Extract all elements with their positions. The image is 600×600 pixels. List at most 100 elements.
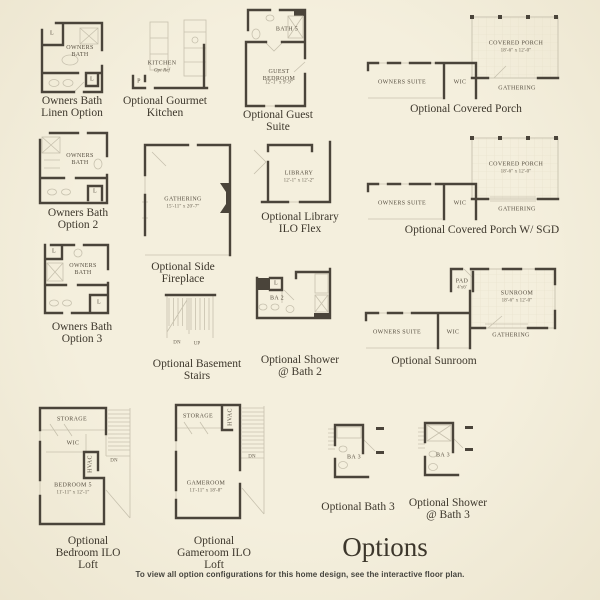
option-library: LIBRARY 12'-1" x 12'-2" Optional Library…: [250, 138, 350, 238]
room-dims: 11'-11" x 18'-8": [189, 488, 223, 494]
wic-label: WIC: [453, 79, 467, 86]
bath-3-plan: [328, 423, 384, 479]
wic-label: WIC: [453, 200, 467, 207]
storage-label: STORAGE: [56, 416, 88, 423]
caption-side-fireplace: Optional Side Fireplace: [151, 261, 215, 285]
covered-porch-sgd-plan: [366, 136, 560, 221]
suite-label: OWNERS SUITE: [377, 79, 427, 86]
gathering-label: GATHERING: [498, 206, 536, 213]
pad-dims: 4'x6': [457, 285, 467, 291]
caption-sunroom: Optional Sunroom: [391, 355, 477, 367]
caption-basement-stairs: Optional Basement Stairs: [152, 358, 242, 382]
option-side-fireplace: GATHERING 15'-11" x 20'-7" Optional Side…: [128, 140, 238, 290]
room-dims: 15'-11" x 20'-7": [166, 204, 200, 210]
up-label: UP: [193, 341, 201, 347]
option-guest-suite: BATH 5 GUEST BEDROOM 12'-1" x 9'-9" Opti…: [230, 6, 326, 133]
room-label: LIBRARY: [284, 170, 314, 177]
owners-bath-3-plan: [43, 243, 110, 315]
option-covered-porch: COVERED PORCH 18'-6" x 12'-0" OWNERS SUI…: [366, 10, 578, 118]
dn-label: DN: [248, 454, 256, 460]
caption-bedroom-ilo-loft: Optional Bedroom ILO Loft: [55, 535, 121, 571]
option-owners-bath-3: L OWNERS BATH L Owners Bath Option 3: [34, 243, 130, 349]
option-owners-bath-linen: L OWNERS BATH L Owners Bath Linen Option: [10, 18, 134, 122]
room-label: SUNROOM: [500, 290, 534, 297]
room-label: GAMEROOM: [186, 480, 226, 487]
page-title: Options: [342, 532, 428, 562]
room-dims: 11'-11" x 12'-1": [56, 490, 90, 496]
room-label: BA 3: [347, 454, 361, 461]
option-shower-bath-2: L BA 2 Optional Shower @ Bath 2: [248, 265, 352, 378]
room-label: OWNERS BATH: [66, 153, 94, 166]
room-label: KITCHEN: [147, 60, 177, 67]
gameroom-ilo-loft-plan: [174, 403, 265, 520]
room-label: OWNERS BATH: [69, 263, 97, 276]
room-label: GUEST BEDROOM: [262, 69, 296, 82]
side-fireplace-plan: [142, 143, 232, 257]
owners-bath-2-plan: [38, 131, 109, 205]
closet-label: L: [89, 76, 95, 83]
storage-label: STORAGE: [182, 413, 214, 420]
closet-label: L: [92, 188, 98, 195]
room-label: BA 3: [436, 452, 450, 459]
option-owners-bath-2: OWNERS BATH L Owners Bath Option 2: [30, 130, 126, 240]
caption-gourmet-kitchen: Optional Gourmet Kitchen: [123, 95, 207, 119]
owners-bath-linen-plan: [40, 21, 104, 94]
closet-label: L: [49, 30, 55, 37]
option-basement-stairs: DN UP Optional Basement Stairs: [142, 290, 252, 386]
caption-covered-porch-sgd: Optional Covered Porch W/ SGD: [404, 224, 560, 236]
porch-label: COVERED PORCH: [488, 161, 544, 168]
hvac-label: HVAC: [227, 408, 234, 426]
gathering-label: GATHERING: [498, 85, 536, 92]
option-covered-porch-sgd: COVERED PORCH 18'-6" x 12'-0" OWNERS SUI…: [366, 131, 588, 239]
caption-bath-3: Optional Bath 3: [321, 501, 395, 513]
option-gameroom-ilo-loft: STORAGE HVAC DN GAMEROOM 11'-11" x 18'-8…: [164, 400, 304, 572]
sunroom-plan: [364, 267, 557, 350]
option-shower-bath-3: BA 3 Optional Shower @ Bath 3: [402, 412, 494, 524]
option-gourmet-kitchen: KITCHEN Opt Ref P Optional Gourmet Kitch…: [120, 18, 210, 122]
closet-label: L: [51, 248, 57, 255]
caption-gameroom-ilo-loft: Optional Gameroom ILO Loft: [177, 535, 251, 571]
caption-owners-bath-linen: Owners Bath Linen Option: [41, 95, 103, 119]
covered-porch-plan: [366, 15, 560, 100]
closet-label: L: [96, 299, 102, 306]
basement-stairs-plan: [164, 293, 217, 338]
pantry-label: P: [137, 78, 141, 85]
caption-guest-suite: Optional Guest Suite: [243, 109, 313, 133]
option-bedroom-ilo-loft: STORAGE WIC HVAC DN BEDROOM 5 11'-11" x …: [30, 400, 146, 572]
bedroom-ilo-loft-plan: [38, 406, 131, 526]
kitchen-note: Opt Ref: [153, 68, 171, 74]
room-dims: 12'-1" x 9'-9": [264, 80, 294, 86]
wic-label: WIC: [446, 329, 460, 336]
room-dims: 12'-1" x 12'-2": [283, 178, 315, 184]
closet-label: L: [273, 280, 279, 287]
suite-label: OWNERS SUITE: [372, 329, 422, 336]
guest-suite-plan: [244, 8, 307, 108]
caption-owners-bath-2: Owners Bath Option 2: [47, 207, 109, 231]
dn-label: DN: [110, 458, 118, 464]
porch-dims: 18'-6" x 12'-0": [500, 48, 532, 54]
room-label: GATHERING: [164, 196, 202, 203]
caption-owners-bath-3: Owners Bath Option 3: [51, 321, 113, 345]
dn-label: DN: [173, 340, 181, 346]
hvac-label: HVAC: [87, 455, 94, 473]
caption-shower-bath-2: Optional Shower @ Bath 2: [260, 354, 340, 378]
option-bath-3: BA 3 Optional Bath 3: [316, 415, 400, 513]
pad-label: PAD: [455, 278, 469, 285]
room-label: BEDROOM 5: [54, 482, 92, 489]
room-label: OWNERS BATH: [66, 45, 94, 58]
wic-label: WIC: [66, 440, 80, 447]
room-label: BA 2: [270, 295, 284, 302]
shower-bath-3-plan: [418, 421, 473, 477]
gathering-label: GATHERING: [492, 332, 530, 339]
bath-label: BATH 5: [275, 26, 299, 33]
library-plan: [253, 140, 332, 204]
porch-dims: 18'-6" x 12'-0": [500, 169, 532, 175]
caption-shower-bath-3: Optional Shower @ Bath 3: [408, 497, 488, 521]
porch-label: COVERED PORCH: [488, 40, 544, 47]
room-dims: 18'-6" x 12'-0": [501, 298, 533, 304]
option-sunroom: PAD 4'x6' SUNROOM 18'-6" x 12'-0" OWNERS…: [352, 258, 588, 374]
shower-bath-2-plan: [255, 267, 332, 320]
suite-label: OWNERS SUITE: [377, 200, 427, 207]
gourmet-kitchen-plan: [131, 19, 209, 90]
